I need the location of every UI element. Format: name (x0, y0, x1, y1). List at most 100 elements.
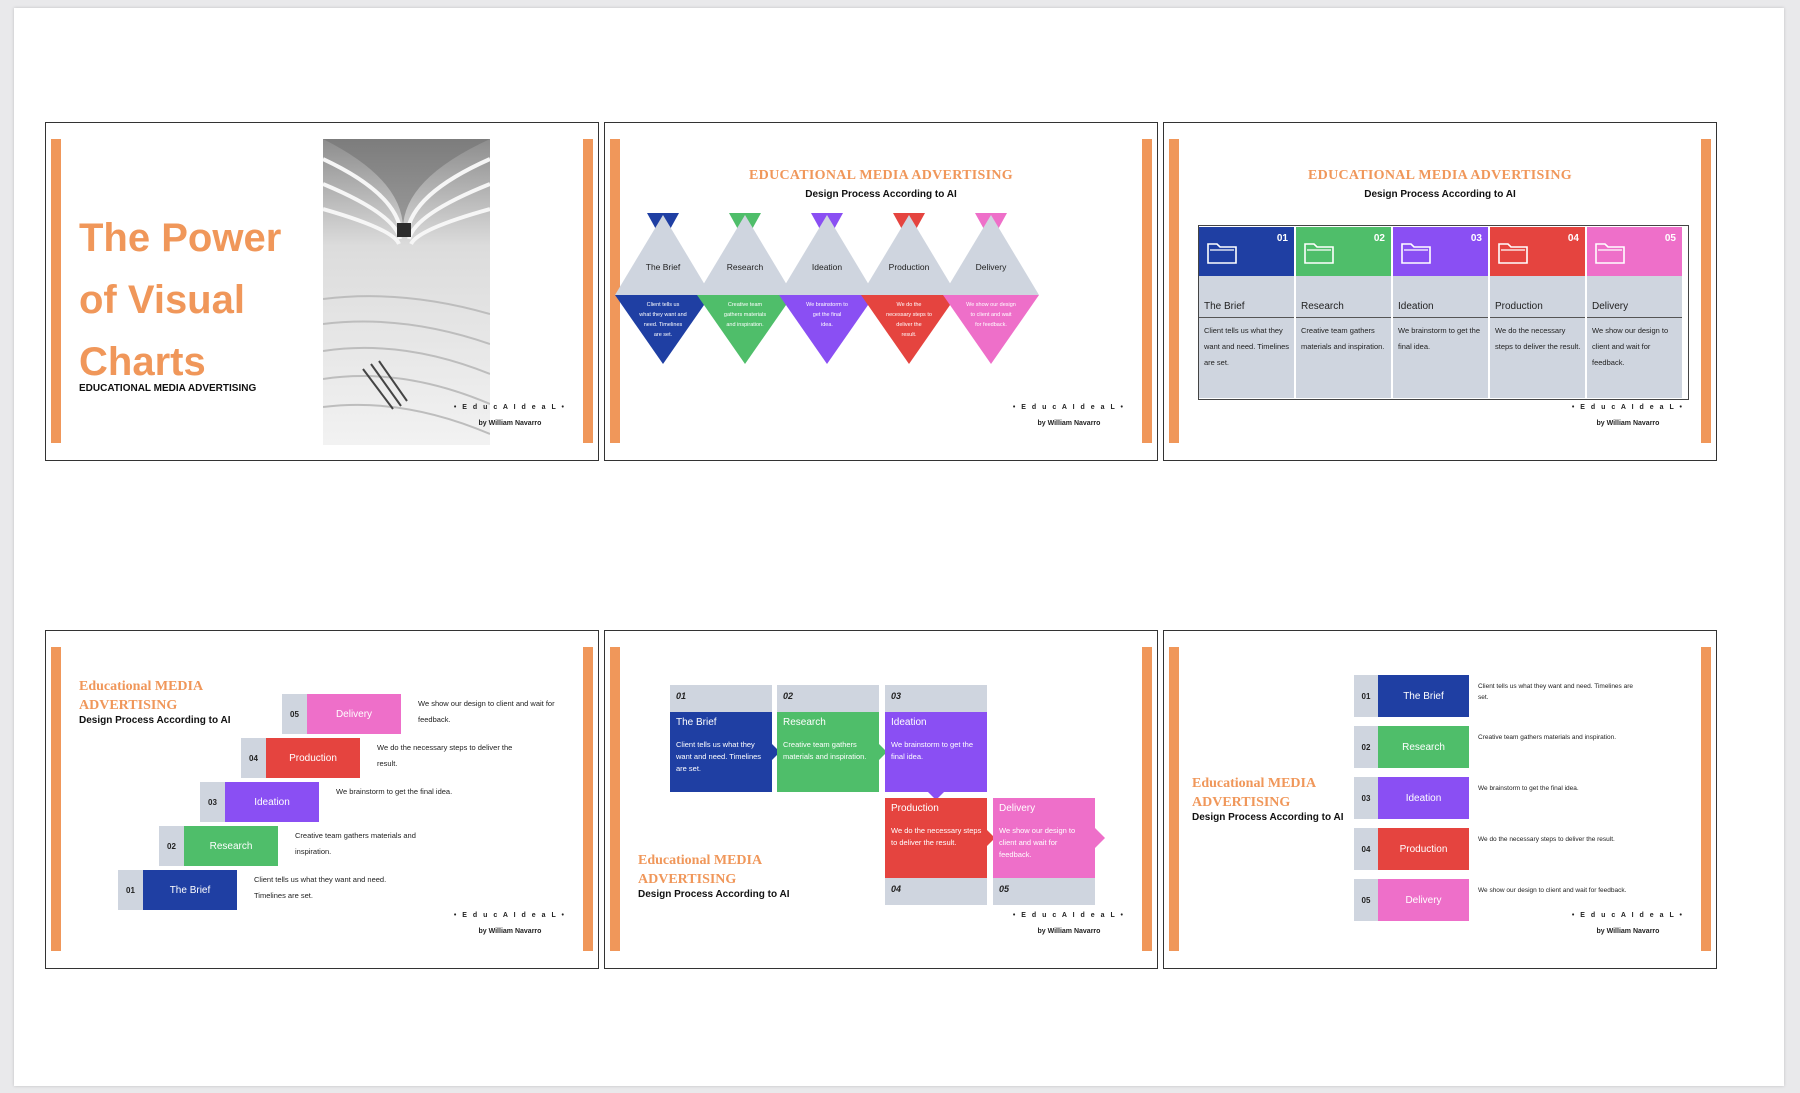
flow-arrow (928, 792, 944, 800)
step-description: Creative team gathers materials and insp… (783, 740, 867, 761)
slide-2[interactable]: EDUCATIONAL MEDIA ADVERTISING Design Pro… (604, 122, 1158, 461)
column-header: 04 (1490, 227, 1585, 276)
step-name: The Brief (143, 870, 237, 910)
step-name-label: Research (727, 262, 764, 272)
step-description: We brainstorm to get the final idea. (336, 787, 453, 796)
step-number: 01 (676, 691, 687, 701)
step-upper-triangle (615, 215, 711, 295)
accent-bar-right (583, 647, 593, 951)
step-card[interactable]: Production We do the necessary steps to d… (885, 798, 987, 878)
column-label: Production (1495, 301, 1543, 312)
step-lower-triangle (861, 295, 957, 364)
title-line-2: ADVERTISING (638, 872, 737, 887)
step-number: 01 (118, 870, 143, 910)
column-number: 05 (1664, 233, 1676, 244)
list-number: 02 (1354, 726, 1378, 768)
step-name: Delivery (307, 694, 401, 734)
slide-subtitle: Design Process According to AI (638, 889, 790, 900)
author-credit: by William Navarro (478, 420, 542, 427)
list-description: We show our design to client and wait fo… (1478, 887, 1627, 894)
slide-subtitle: Design Process According to AI (79, 715, 231, 726)
step-name-label: Delivery (976, 262, 1007, 272)
author-credit: by William Navarro (1596, 420, 1660, 427)
step-description: We do the necessary steps to deliver the… (891, 826, 982, 847)
slide-footer: • E d u c A I d e a L • by William Navar… (1572, 908, 1684, 940)
title-line-3: Charts (79, 340, 206, 384)
step-number-box: 03 (885, 685, 987, 712)
brand-mark: • E d u c A I d e a L • (453, 912, 566, 919)
column-description: Creative team gathers materials and insp… (1301, 326, 1385, 351)
accent-bar-left (610, 647, 620, 951)
document-page: The Power of Visual Charts EDUCATIONAL M… (14, 8, 1784, 1086)
slide-title: Educational MEDIA ADVERTISING Design Pro… (638, 851, 790, 900)
step-name-label: The Brief (646, 262, 681, 272)
accent-bar-left (51, 647, 61, 951)
column-description: Client tells us what they want and need.… (1204, 326, 1290, 367)
slide-subtitle: Design Process According to AI (805, 189, 957, 200)
step-name-label: Ideation (812, 262, 843, 272)
folder-icon (1401, 243, 1431, 264)
column-header: 03 (1393, 227, 1488, 276)
column-divider (1393, 317, 1488, 318)
column-description: We brainstorm to get the final idea. (1398, 326, 1480, 351)
step-name: Research (184, 826, 278, 866)
slide-title: EDUCATIONAL MEDIA ADVERTISING (749, 168, 1013, 183)
column-divider (1199, 317, 1294, 318)
slide-3[interactable]: EDUCATIONAL MEDIA ADVERTISING Design Pro… (1163, 122, 1717, 461)
slide-footer: • E d u c A I d e a L • by William Navar… (1013, 908, 1125, 940)
title-line-2: of Visual (79, 278, 245, 322)
slide-subtitle: Design Process According to AI (1192, 812, 1344, 823)
step-name: Production (266, 738, 360, 778)
step-number-box: 01 (670, 685, 772, 712)
slide-title: The Power of Visual Charts (79, 207, 281, 393)
accent-bar-right (1701, 139, 1711, 443)
slide-5[interactable]: Educational MEDIA ADVERTISING Design Pro… (604, 630, 1158, 969)
slide-4[interactable]: Educational MEDIA ADVERTISING Design Pro… (45, 630, 599, 969)
title-line-2: ADVERTISING (79, 698, 178, 713)
list-description: We brainstorm to get the final idea. (1478, 785, 1579, 792)
list-description: Client tells us what they want and need.… (1478, 683, 1634, 701)
flow-arrow (987, 830, 995, 846)
list-name: Research (1378, 726, 1469, 768)
step-number: 04 (241, 738, 266, 778)
step-lower-triangle (697, 295, 793, 364)
folder-icon (1207, 243, 1237, 264)
slide-subtitle: Design Process According to AI (1364, 189, 1516, 200)
column-number: 02 (1373, 233, 1385, 244)
slide-footer: • E d u c A I d e a L • by William Navar… (454, 908, 566, 940)
step-name-label: Production (889, 262, 930, 272)
step-number-box: 02 (777, 685, 879, 712)
step-number: 03 (891, 691, 902, 701)
brand-mark: • E d u c A I d e a L • (1571, 404, 1684, 411)
folder-icon (1595, 243, 1625, 264)
list-number: 03 (1354, 777, 1378, 819)
column-number: 03 (1470, 233, 1482, 244)
slide-6[interactable]: Educational MEDIA ADVERTISING Design Pro… (1163, 630, 1717, 969)
list-description: Creative team gathers materials and insp… (1478, 734, 1617, 741)
slide-title: Educational MEDIA ADVERTISING Design Pro… (79, 677, 231, 726)
column-label: Research (1301, 301, 1344, 312)
corridor-photo (323, 139, 490, 445)
column-divider (1587, 317, 1682, 318)
column-header: 01 (1199, 227, 1294, 276)
step-description: We brainstorm to get the final idea. (891, 740, 973, 761)
table-frame (1198, 225, 1689, 400)
column-number: 04 (1567, 233, 1579, 244)
folder-icon (1304, 243, 1334, 264)
step-card[interactable]: Ideation We brainstorm to get the final i… (885, 712, 987, 792)
flow-arrow (879, 744, 887, 760)
step-number: 04 (891, 884, 902, 894)
author-credit: by William Navarro (478, 928, 542, 935)
step-description: Client tells us what they want and need.… (254, 875, 387, 900)
step-name: Production (891, 803, 939, 814)
slide-1[interactable]: The Power of Visual Charts EDUCATIONAL M… (45, 122, 599, 461)
column-label: Ideation (1398, 301, 1434, 312)
step-name: Ideation (891, 717, 927, 728)
